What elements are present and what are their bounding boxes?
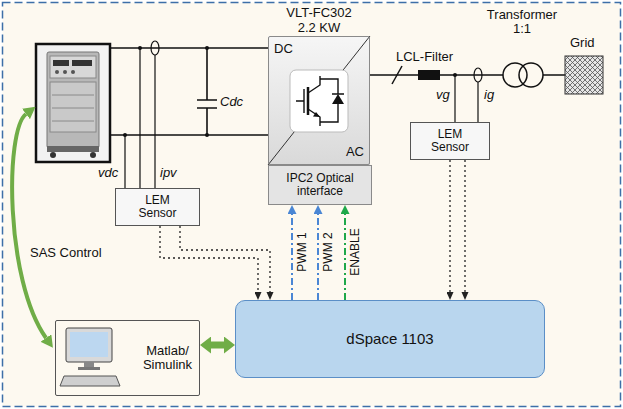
cabinet-wheel: [50, 152, 56, 158]
outer-frame: [3, 3, 621, 407]
signal-label: ipv: [160, 166, 177, 180]
switch-icon-ground: [290, 70, 348, 132]
sense-wire: [477, 82, 478, 122]
signal-label: vdc: [98, 166, 118, 180]
box-label: LEM Sensor: [425, 128, 475, 154]
cabinet-slots: [52, 95, 94, 121]
signal-name: ENABLE: [349, 228, 362, 275]
arrow-head: [462, 292, 469, 300]
cabinet-wheel: [90, 152, 96, 158]
cabinet-panel: [50, 82, 96, 132]
sense-wire: [125, 48, 140, 188]
control-arrow: [12, 114, 46, 338]
box-heading: VLT-FC302 2.2 KW: [277, 6, 361, 35]
diode-leads: [320, 79, 344, 122]
igbt-channel: [307, 87, 310, 115]
igbt-leads: [308, 76, 320, 126]
grid-symbol: [565, 56, 603, 94]
signal-label: vg: [436, 88, 450, 102]
cabinet-body: [47, 52, 99, 148]
diode-symbol: [332, 94, 344, 104]
igbt-gate: [296, 89, 304, 113]
sensor-box: LEM Sensor: [410, 122, 490, 160]
cabinet-base: [47, 146, 99, 152]
controller-box: dSpace 1103: [235, 300, 545, 378]
cabinet-display: [53, 60, 69, 66]
cabinet-display: [72, 60, 92, 66]
box-label: LEM Sensor: [133, 194, 183, 220]
signal-label: ig: [484, 88, 494, 102]
phase-slash: [392, 66, 402, 84]
capacitor-symbol: [197, 48, 217, 135]
pwm-signal-arrow: [317, 214, 319, 300]
cabinet-panel: [50, 56, 96, 78]
sense-wire: [454, 75, 455, 122]
box-label: Matlab/ Simulink: [136, 344, 199, 373]
igbt-emitter-arrow: [313, 112, 320, 117]
keyboard-icon: [60, 376, 120, 386]
junction-dot: [123, 133, 127, 137]
control-label: SAS Control: [30, 246, 102, 260]
box-label: AC: [346, 145, 364, 159]
cabinet-knob: [55, 70, 59, 74]
measurement-line: [464, 160, 465, 292]
monitor-icon: [66, 328, 112, 362]
interface-box: IPC2 Optical interface: [268, 165, 372, 205]
box-label: IPC2 Optical interface: [273, 172, 367, 198]
sense-wire: [154, 55, 155, 188]
measurement-line: [160, 226, 258, 292]
component-label: Transformer 1:1: [482, 8, 562, 37]
data-link-arrow: [211, 342, 224, 349]
sensor-box: LEM Sensor: [115, 188, 200, 226]
arrow-head: [267, 292, 274, 300]
transformer-winding: [519, 63, 543, 87]
ac-wire: [370, 74, 565, 76]
filter-symbol: [418, 70, 440, 80]
cabinet-knob: [71, 70, 75, 74]
signal-name: PWM 2: [322, 232, 335, 271]
picture-frame: [36, 44, 110, 162]
cabinet-knob: [63, 70, 67, 74]
junction-dot: [138, 46, 142, 50]
pwm-signal-arrow: [291, 214, 293, 300]
monitor-screen: [70, 332, 108, 357]
measurement-line: [180, 226, 270, 292]
current-probe: [474, 68, 482, 82]
component-label: Grid: [570, 36, 595, 50]
converter-box: VLT-FC302 2.2 KWDCAC: [268, 36, 370, 165]
converter-diagonal: [268, 36, 370, 165]
current-probe: [151, 41, 159, 55]
converter-fill: [268, 36, 370, 165]
box-label: DC: [274, 42, 293, 56]
component-label: Cdc: [220, 95, 243, 109]
junction-dot: [453, 73, 457, 77]
monitor-base: [78, 367, 100, 370]
component-label: LCL-Filter: [396, 50, 453, 64]
enable-signal-arrow: [344, 214, 346, 300]
junction-dot: [205, 46, 209, 50]
computer-box: Matlab/ Simulink: [55, 320, 200, 396]
dc-wire: [110, 48, 268, 135]
measurement-line: [449, 160, 450, 292]
signal-name: PWM 1: [296, 232, 309, 271]
box-label: dSpace 1103: [346, 331, 433, 348]
junction-dot: [205, 133, 209, 137]
